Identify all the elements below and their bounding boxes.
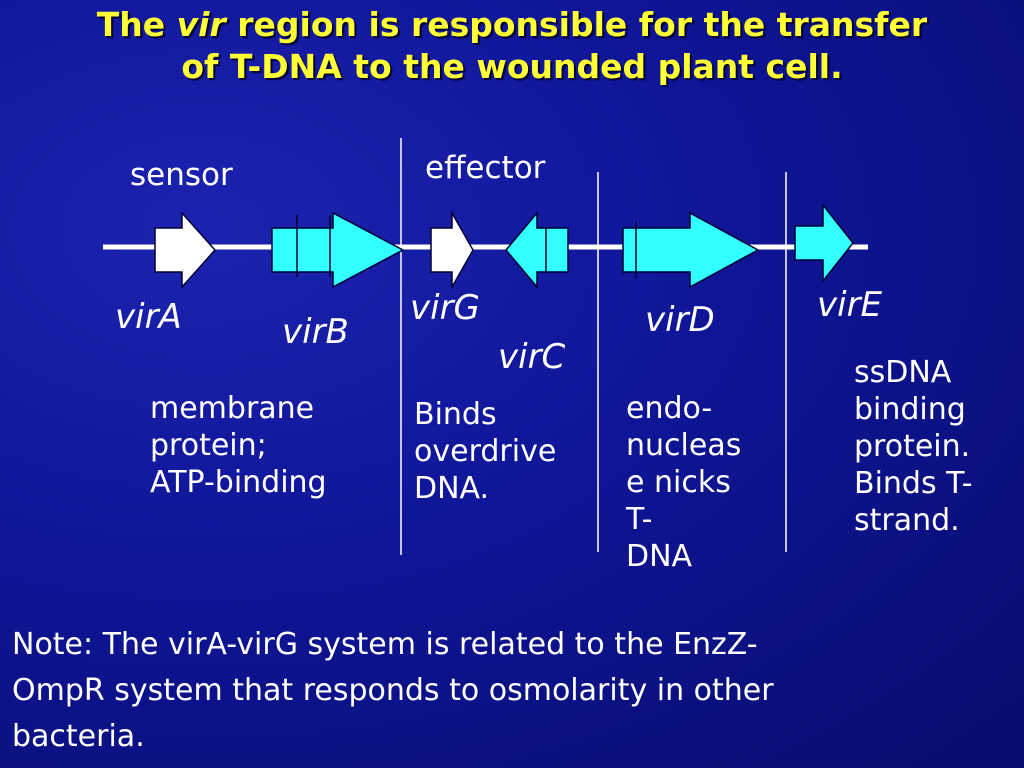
virB-description: membrane protein; ATP-binding [150, 390, 327, 501]
desc-line: ATP-binding [150, 465, 327, 500]
desc-line: strand. [854, 503, 960, 538]
virG-description: Binds overdrive DNA. [414, 396, 556, 507]
desc-line: e nicks [626, 465, 731, 500]
gene-label-virC: virC [498, 337, 566, 377]
title-line-2: of T-DNA to the wounded plant cell. [181, 47, 843, 86]
desc-line: overdrive [414, 434, 557, 469]
desc-line: binding [854, 392, 966, 427]
desc-line: protein; [150, 428, 267, 463]
sensor-label: sensor [130, 157, 233, 193]
title-line-1: The vir region is responsible for the tr… [96, 5, 928, 44]
gene-label-virG: virG [410, 288, 480, 328]
gene-label-virB: virB [282, 312, 349, 352]
title-emphasis: vir [176, 5, 226, 44]
virC-arrow [505, 210, 569, 290]
virA-arrow [154, 211, 217, 289]
desc-line: protein. [854, 429, 971, 464]
virD-description: endo- nucleas e nicks T- DNA [626, 390, 741, 575]
note-line-2: OmpR system that responds to osmolarity … [12, 673, 774, 708]
effector-label: effector [425, 150, 546, 186]
note-line-1: Note: The virA-virG system is related to… [12, 627, 758, 662]
gene-label-virE: virE [817, 285, 883, 325]
gene-label-virA: virA [115, 297, 182, 337]
gene-label-virD: virD [645, 300, 715, 340]
desc-line: Binds T- [854, 466, 973, 501]
virG-arrow [430, 210, 474, 290]
desc-line: DNA [626, 539, 693, 574]
desc-line: Binds [414, 397, 497, 432]
note-line-3: bacteria. [12, 719, 145, 754]
virD-arrow [622, 211, 760, 289]
desc-line: nucleas [626, 428, 742, 463]
desc-line: membrane [150, 391, 315, 426]
desc-line: DNA. [414, 471, 490, 506]
virB-arrow [271, 211, 405, 289]
virE-description: ssDNA binding protein. Binds T- strand. [854, 354, 973, 539]
footnote: Note: The virA-virG system is related to… [12, 622, 1012, 760]
virE-arrow [794, 202, 854, 284]
desc-line: T- [626, 502, 653, 537]
desc-line: endo- [626, 391, 713, 426]
desc-line: ssDNA [854, 355, 952, 390]
slide-title: The vir region is responsible for the tr… [0, 4, 1024, 88]
